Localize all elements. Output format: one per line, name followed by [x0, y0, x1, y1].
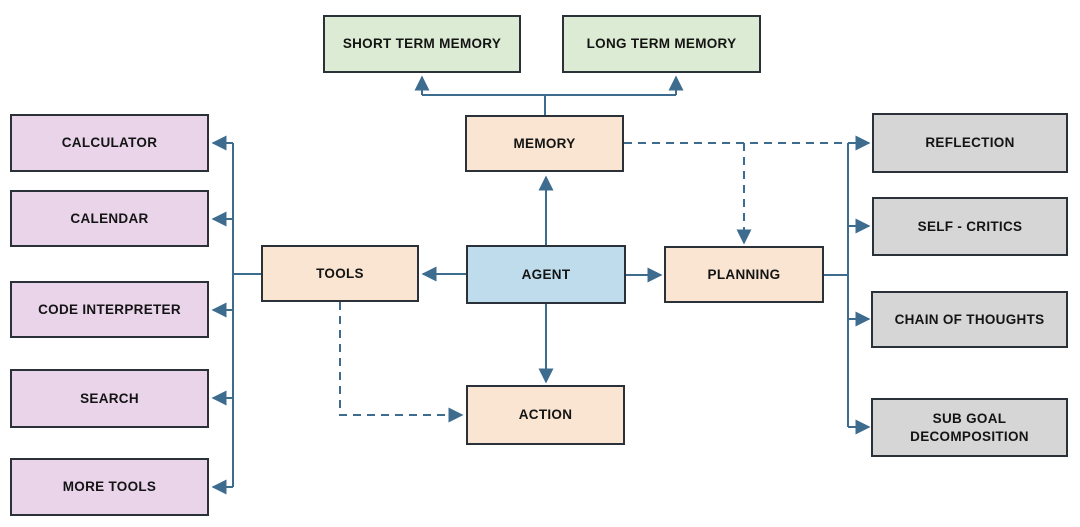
node-memory-label: MEMORY — [513, 135, 576, 151]
node-short-term-memory: SHORT TERM MEMORY — [323, 15, 521, 73]
node-calculator-label: CALCULATOR — [61, 135, 158, 151]
node-planning: PLANNING — [664, 246, 824, 303]
node-search: SEARCH — [10, 369, 209, 428]
node-long-term-memory-label: LONG TERM MEMORY — [586, 36, 737, 52]
node-reflection: REFLECTION — [872, 113, 1068, 173]
node-self-critics-label: SELF - CRITICS — [917, 218, 1023, 234]
node-tools: TOOLS — [261, 245, 419, 302]
edge-tools-trunk — [232, 143, 261, 487]
edge-memory-stub — [422, 94, 676, 115]
node-reflection-label: REFLECTION — [925, 135, 1015, 151]
edge-planning-trunk — [824, 143, 849, 427]
node-chain-of-thoughts-label: CHAIN OF THOUGHTS — [894, 311, 1045, 327]
node-code-interpreter: CODE INTERPRETER — [10, 281, 209, 338]
node-memory: MEMORY — [465, 115, 624, 172]
node-sub-goal-decomposition: SUB GOAL DECOMPOSITION — [871, 398, 1068, 457]
node-planning-label: PLANNING — [707, 266, 781, 282]
node-more-tools-label: MORE TOOLS — [62, 479, 157, 495]
node-calendar: CALENDAR — [10, 190, 209, 247]
node-self-critics: SELF - CRITICS — [872, 197, 1068, 256]
node-calendar-label: CALENDAR — [70, 210, 149, 226]
node-search-label: SEARCH — [80, 390, 139, 406]
node-long-term-memory: LONG TERM MEMORY — [562, 15, 761, 73]
node-agent-label: AGENT — [521, 266, 571, 282]
node-tools-label: TOOLS — [316, 265, 364, 281]
node-more-tools: MORE TOOLS — [10, 458, 209, 516]
node-short-term-memory-label: SHORT TERM MEMORY — [342, 36, 502, 52]
node-sub-goal-decomposition-label: SUB GOAL DECOMPOSITION — [910, 410, 1029, 444]
node-code-interpreter-label: CODE INTERPRETER — [38, 301, 181, 317]
node-action-label: ACTION — [518, 407, 573, 423]
node-calculator: CALCULATOR — [10, 114, 209, 172]
node-agent: AGENT — [466, 245, 626, 304]
node-chain-of-thoughts: CHAIN OF THOUGHTS — [871, 291, 1068, 348]
edge-tools-action-dashed — [339, 302, 464, 423]
node-action: ACTION — [466, 385, 625, 445]
